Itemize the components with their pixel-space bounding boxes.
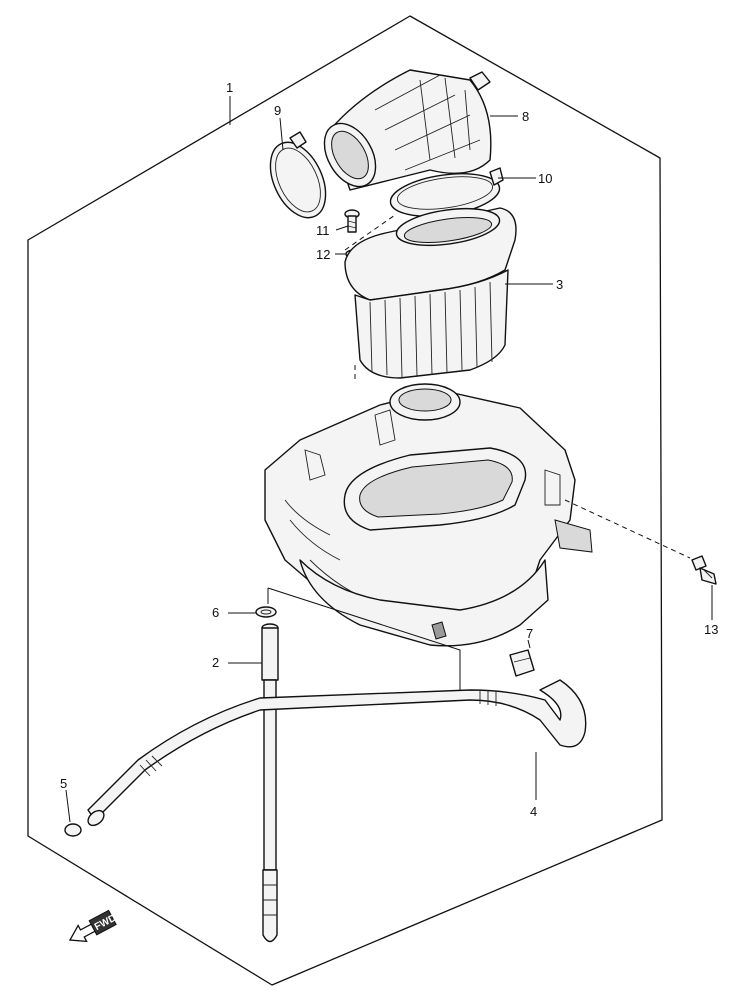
clamp-9 [269,131,327,219]
callout-1: 1 [226,80,233,95]
drain-cap-7 [509,649,535,677]
callout-8: 8 [522,109,529,124]
callout-2: 2 [212,655,219,670]
leader-lines [65,96,713,823]
bolt-11 [344,209,360,233]
clamp-10 [389,167,504,217]
callout-6: 6 [212,605,219,620]
callout-7: 7 [526,626,533,641]
callout-5: 5 [60,776,67,791]
drain-hose-4 [87,679,587,827]
hose-clip-5 [64,823,82,837]
o-ring-6 [255,606,277,618]
callout-13: 13 [704,622,718,637]
bolt-13 [691,555,717,585]
pipe-2 [261,623,279,943]
assembly-frame [27,15,663,986]
inlet-tube-8 [323,69,492,191]
callout-10: 10 [538,171,552,186]
air-filter-element-3 [344,207,517,379]
callout-12: 12 [316,247,330,262]
air-box-housing [264,383,593,647]
callout-9: 9 [274,103,281,118]
callout-4: 4 [530,804,537,819]
front-direction-arrow-icon: FWD [68,909,118,943]
callout-3: 3 [556,277,563,292]
callout-11: 11 [316,223,330,238]
